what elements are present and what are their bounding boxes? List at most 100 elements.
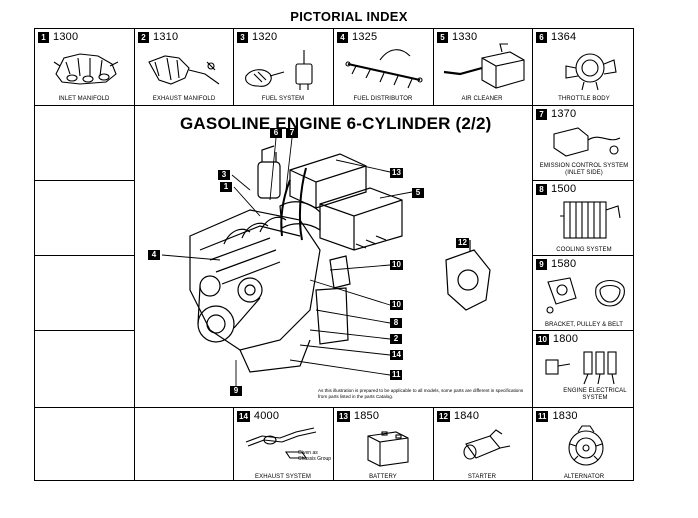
cell-header-air-cleaner[interactable]: 5 1330	[437, 31, 477, 43]
grid-line	[433, 407, 434, 481]
section-code: 1850	[353, 410, 380, 422]
callout-7[interactable]: 7	[286, 128, 298, 138]
callout-4[interactable]: 4	[148, 250, 160, 260]
fuel-distributor-icon	[345, 49, 423, 89]
grid-line	[233, 407, 234, 481]
exhaust-pipe-icon	[245, 427, 317, 459]
page-title: PICTORIAL INDEX	[290, 9, 408, 24]
ref-number: 11	[536, 410, 549, 422]
grid-line	[233, 28, 234, 105]
ref-number: 2	[138, 31, 149, 43]
callout-3[interactable]: 3	[218, 170, 230, 180]
section-code: 1320	[252, 31, 278, 43]
ref-number: 7	[536, 108, 547, 120]
callout-2[interactable]: 2	[390, 334, 402, 344]
callout-6[interactable]: 6	[270, 128, 282, 138]
section-code: 1500	[551, 183, 577, 195]
grid-line	[34, 180, 134, 181]
cell-caption: EXHAUST MANIFOLD	[152, 96, 216, 102]
cell-caption: EXHAUST SYSTEM	[255, 474, 311, 480]
cell-header-battery[interactable]: 13 1850	[337, 410, 379, 422]
ref-number: 9	[536, 258, 547, 270]
cell-caption: EMISSION CONTROL SYSTEM (INLET SIDE)	[539, 163, 629, 176]
cell-header-exhaust-system[interactable]: 14 4000	[237, 410, 279, 422]
grid-line	[532, 28, 533, 481]
ref-number: 12	[437, 410, 450, 422]
callout-11[interactable]: 11	[390, 370, 403, 380]
grid-line	[333, 28, 334, 105]
cell-caption: COOLING SYSTEM	[556, 247, 612, 253]
cell-header-starter[interactable]: 12 1840	[437, 410, 479, 422]
throttle-body-icon	[565, 53, 617, 91]
emission-control-icon	[553, 127, 621, 157]
cell-header-bracket-pulley-belt[interactable]: 9 1580	[536, 258, 576, 270]
callout-1[interactable]: 1	[220, 182, 232, 192]
grid-line	[34, 255, 134, 256]
leader-lines	[161, 137, 413, 386]
index-grid	[34, 28, 634, 481]
callout-5[interactable]: 5	[412, 188, 424, 198]
cell-caption: INLET MANIFOLD	[58, 96, 110, 102]
ref-number: 3	[237, 31, 248, 43]
callout-12[interactable]: 12	[456, 238, 469, 248]
cell-header-throttle-body[interactable]: 6 1364	[536, 31, 576, 43]
ref-number: 8	[536, 183, 547, 195]
fuel-system-icon	[245, 50, 313, 90]
grid-line	[34, 105, 634, 106]
cell-header-engine-electrical[interactable]: 10 1800	[536, 333, 578, 345]
cell-caption: FUEL DISTRIBUTOR	[353, 96, 413, 102]
grid-line	[532, 255, 634, 256]
cell-caption: THROTTLE BODY	[558, 96, 610, 102]
grid-line	[34, 407, 634, 408]
exhaust-manifold-icon	[148, 55, 220, 85]
section-code: 1300	[53, 31, 79, 43]
callout-10b[interactable]: 10	[390, 300, 403, 310]
cell-header-fuel-system[interactable]: 3 1320	[237, 31, 277, 43]
section-code: 1840	[453, 410, 480, 422]
exhaust-subnote: Given as Chassis Group	[298, 450, 332, 462]
callout-13[interactable]: 13	[390, 168, 403, 178]
cell-caption: STARTER	[467, 474, 497, 480]
cell-header-emission-control[interactable]: 7 1370	[536, 108, 576, 120]
callout-8[interactable]: 8	[390, 318, 402, 328]
cell-caption: BATTERY	[369, 474, 397, 480]
cell-caption: AIR CLEANER	[461, 96, 503, 102]
grid-line	[34, 330, 134, 331]
battery-icon	[367, 431, 409, 467]
air-cleaner-icon	[443, 43, 525, 89]
starter-icon	[463, 429, 511, 460]
ref-number: 13	[337, 410, 350, 422]
alternator-icon	[568, 425, 604, 466]
cell-caption: ALTERNATOR	[563, 474, 605, 480]
section-code: 1330	[452, 31, 478, 43]
section-code: 1325	[352, 31, 378, 43]
cell-caption: ENGINE ELECTRICAL SYSTEM	[563, 388, 627, 401]
grid-line	[532, 330, 634, 331]
grid-line	[433, 28, 434, 105]
inlet-manifold-icon	[53, 53, 119, 85]
section-code: 1800	[552, 333, 579, 345]
cell-header-inlet-manifold[interactable]: 1 1300	[38, 31, 78, 43]
section-code: 1310	[153, 31, 179, 43]
ref-number: 1	[38, 31, 49, 43]
disclaimer-note: As this illustration is prepared to be a…	[318, 388, 524, 399]
callout-14[interactable]: 14	[390, 350, 403, 360]
grid-line	[532, 180, 634, 181]
engine-illustration-icon	[189, 145, 491, 373]
cell-header-cooling-system[interactable]: 8 1500	[536, 183, 576, 195]
ref-number: 4	[337, 31, 348, 43]
cell-header-alternator[interactable]: 11 1830	[536, 410, 578, 422]
radiator-icon	[560, 201, 621, 239]
cell-caption: BRACKET, PULLEY & BELT	[544, 322, 623, 328]
section-code: 1364	[551, 31, 577, 43]
cell-header-fuel-distributor[interactable]: 4 1325	[337, 31, 377, 43]
ref-number: 10	[536, 333, 549, 345]
section-code: 1370	[551, 108, 577, 120]
grid-line	[134, 28, 135, 481]
main-title: GASOLINE ENGINE 6-CYLINDER (2/2)	[180, 114, 492, 133]
section-code: 1830	[552, 410, 578, 422]
callout-9[interactable]: 9	[230, 386, 242, 396]
cell-header-exhaust-manifold[interactable]: 2 1310	[138, 31, 178, 43]
callout-10a[interactable]: 10	[390, 260, 403, 270]
section-code: 4000	[253, 410, 280, 422]
